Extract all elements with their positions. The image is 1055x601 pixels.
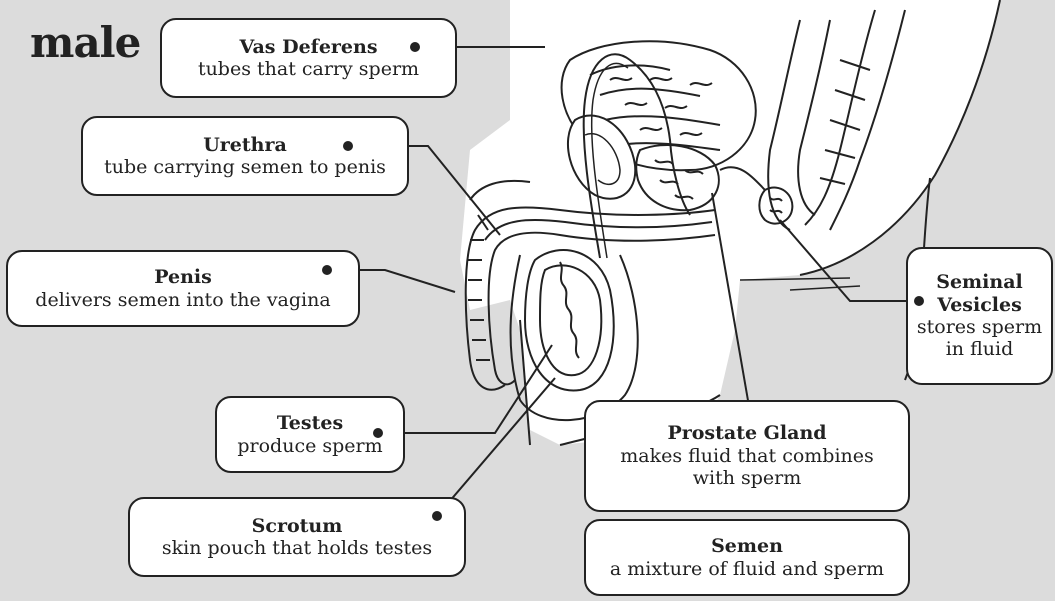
scrotum-name: Scrotum (252, 515, 343, 537)
prostate-gland-desc-line2: with sperm (693, 467, 802, 489)
urethra-desc: tube carrying semen to penis (104, 156, 386, 178)
vas-deferens-desc: tubes that carry sperm (198, 58, 419, 80)
label-semen: Semen a mixture of fluid and sperm (584, 519, 910, 596)
label-prostate-gland: Prostate Gland makes fluid that combines… (584, 400, 910, 512)
pointer-dot-urethra (343, 141, 353, 151)
vas-deferens-name: Vas Deferens (239, 36, 377, 58)
testes-desc: produce sperm (237, 435, 382, 457)
urethra-name: Urethra (203, 134, 287, 156)
diagram-title: male (30, 18, 140, 67)
penis-name: Penis (154, 266, 212, 288)
pointer-dot-testes (373, 428, 383, 438)
pointer-dot-seminal-vesicles (914, 296, 924, 306)
label-vas-deferens: Vas Deferens tubes that carry sperm (160, 18, 457, 98)
leader-scrotum (437, 378, 555, 516)
penis-desc: delivers semen into the vagina (35, 289, 330, 311)
label-penis: Penis delivers semen into the vagina (6, 250, 360, 327)
semen-name: Semen (711, 535, 783, 557)
prostate-gland-name: Prostate Gland (667, 422, 826, 444)
pointer-dot-vas-deferens (410, 42, 420, 52)
testes-name: Testes (277, 412, 343, 434)
seminal-vesicles-name-line1: Seminal (936, 271, 1022, 293)
scrotum-desc: skin pouch that holds testes (162, 537, 432, 559)
semen-desc: a mixture of fluid and sperm (610, 558, 884, 580)
pointer-dot-penis (322, 265, 332, 275)
prostate-gland-desc-line1: makes fluid that combines (620, 445, 874, 467)
seminal-vesicles-desc-line1: stores sperm (917, 316, 1042, 338)
pointer-dot-scrotum (432, 511, 442, 521)
thigh-line-2 (790, 286, 860, 290)
seminal-vesicles-desc-line2: in fluid (946, 338, 1014, 360)
label-seminal-vesicles: Seminal Vesicles stores sperm in fluid (906, 247, 1053, 385)
label-scrotum: Scrotum skin pouch that holds testes (128, 497, 466, 577)
label-urethra: Urethra tube carrying semen to penis (81, 116, 409, 196)
seminal-vesicles-name-line2: Vesicles (937, 294, 1022, 316)
